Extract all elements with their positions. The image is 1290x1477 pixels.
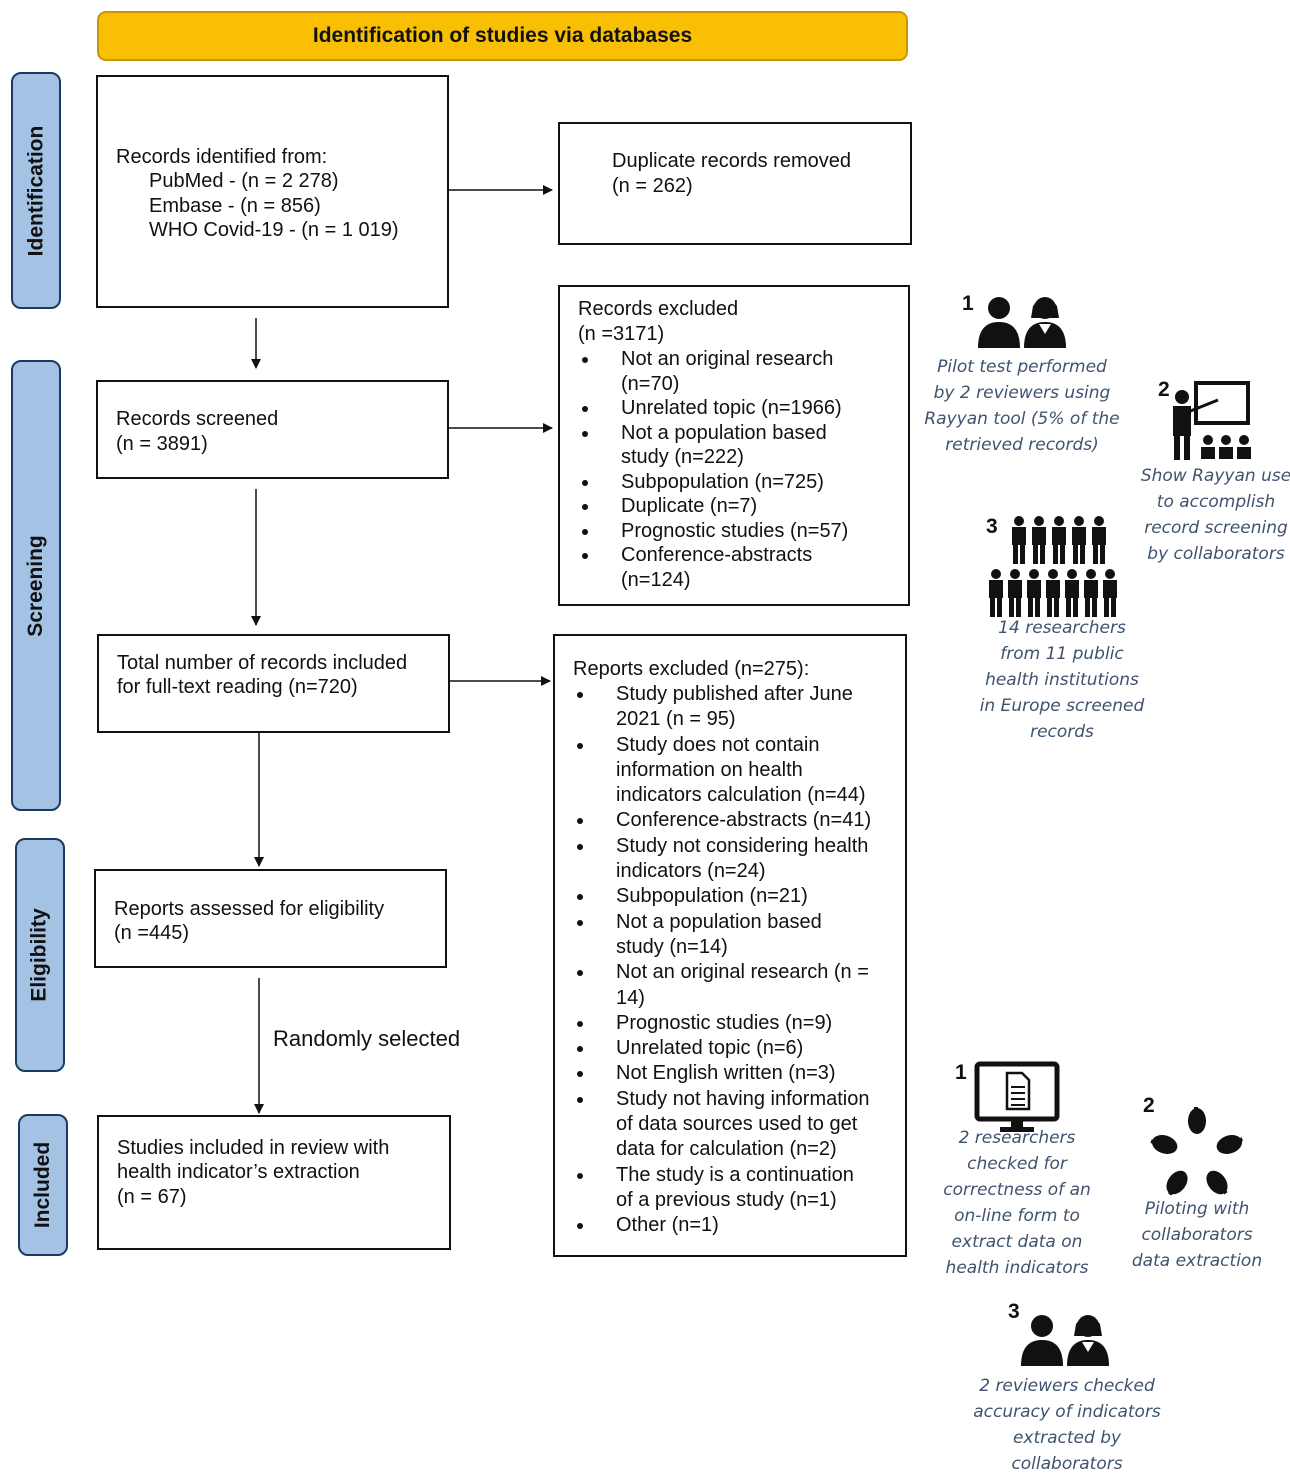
fulltext-box: Total number of records included for ful… [97,634,450,733]
list-item: Prognostic studies (n=57) [579,519,848,544]
list-item: Unrelated topic (n=1966) [579,396,848,421]
eligibility-count: (n =445) [114,922,190,944]
source-who-covid: WHO Covid-19 - (n = 1 019) [149,219,399,241]
researchers-group-icon [989,516,1117,617]
list-item: Unrelated topic (n=6) [574,1036,871,1061]
extraction-note-1-number: 1 [955,1061,967,1084]
list-item: Study does not contain information on he… [574,733,871,809]
included-count: (n = 67) [117,1186,187,1208]
screening-note-2-text: Show Rayyan use to accomplish record scr… [1140,466,1290,564]
presenter-board-icon [1173,381,1251,460]
records-screened-box: Records screened (n = 3891) [96,380,449,479]
list-item: Duplicate (n=7) [579,494,848,519]
person-figure [1032,516,1046,564]
reports-excluded-box: Reports excluded (n=275): Study publishe… [553,634,907,1257]
list-item: Not English written (n=3) [574,1061,871,1086]
person-figure [1092,516,1106,564]
screening-note-1-number: 1 [962,292,974,315]
extraction-note-2-text: Piloting with collaborators data extract… [1131,1199,1263,1271]
extraction-note-3-number: 3 [1008,1300,1020,1323]
phase-identification: Identification [11,72,61,309]
reports-excluded-title: Reports excluded (n=275): [573,658,810,680]
screening-note-3-text: 14 researchers from 11 public health ins… [979,618,1145,742]
screening-note-2-number: 2 [1158,378,1170,401]
person-figure [1046,569,1060,617]
list-item: Study published after June 2021 (n = 95) [574,682,871,733]
fulltext-line1: Total number of records included [117,652,408,674]
reports-excluded-list: Study published after June 2021 (n = 95)… [574,682,871,1239]
included-line2: health indicator’s extraction [117,1161,360,1183]
duplicates-count: (n = 262) [612,175,693,197]
duplicates-label: Duplicate records removed [612,150,851,172]
list-item: Not a population based study (n=14) [574,910,871,961]
eligibility-label: Reports assessed for eligibility [114,898,385,920]
person-figure [1027,569,1041,617]
person-figure [1103,569,1117,617]
two-reviewers-icon [1021,1315,1109,1366]
duplicates-box: Duplicate records removed (n = 262) [558,122,912,245]
records-excluded-box: Records excluded (n =3171) Not an origin… [558,285,910,606]
extraction-note-1-text: 2 researchers checked for correctness of… [943,1128,1091,1278]
list-item: Subpopulation (n=725) [579,470,848,495]
two-reviewers-icon [978,297,1066,348]
source-embase: Embase - (n = 856) [149,195,321,217]
eligibility-box: Reports assessed for eligibility (n =445… [94,869,447,968]
person-figure [1012,516,1026,564]
person-figure [1072,516,1086,564]
included-box: Studies included in review with health i… [97,1115,451,1250]
list-item: Study not considering health indicators … [574,834,871,885]
list-item: Not a population based study (n=222) [579,421,848,470]
extraction-note-3-text: 2 reviewers checked accuracy of indicato… [973,1376,1161,1474]
records-identified-box: Records identified from: PubMed - (n = 2… [96,75,449,308]
person-figure [1084,569,1098,617]
phase-eligibility: Eligibility [15,838,65,1072]
randomly-selected-label: Randomly selected [273,1026,461,1051]
joined-hands-icon [1150,1107,1243,1196]
fulltext-line2: for full-text reading (n=720) [117,676,358,698]
list-item: The study is a continuation of a previou… [574,1163,871,1214]
extraction-note-2-number: 2 [1143,1094,1155,1117]
phase-screening: Screening [11,360,61,811]
phase-included: Included [18,1114,68,1256]
screened-count: (n = 3891) [116,433,208,455]
records-excluded-list: Not an original research (n=70) Unrelate… [579,347,848,592]
list-item: Not an original research (n = 14) [574,960,871,1011]
included-line1: Studies included in review with [117,1137,390,1159]
screening-note-1-text: Pilot test performed by 2 reviewers usin… [924,357,1120,455]
person-figure [1052,516,1066,564]
person-figure [1065,569,1079,617]
records-excluded-count: (n =3171) [578,323,665,345]
list-item: Study not having information of data sou… [574,1087,871,1163]
records-excluded-label: Records excluded [578,298,739,320]
records-identified-title: Records identified from: [116,146,328,168]
flow-banner: Identification of studies via databases [97,11,908,61]
list-item: Conference-abstracts (n=41) [574,808,871,833]
person-figure [1008,569,1022,617]
screening-note-3-number: 3 [986,515,998,538]
person-figure [989,569,1003,617]
source-pubmed: PubMed - (n = 2 278) [149,170,339,192]
list-item: Subpopulation (n=21) [574,884,871,909]
screened-label: Records screened [116,408,279,430]
list-item: Other (n=1) [574,1213,871,1238]
list-item: Prognostic studies (n=9) [574,1011,871,1036]
list-item: Conference-abstracts (n=124) [579,543,848,592]
computer-form-icon [974,1061,1060,1132]
list-item: Not an original research (n=70) [579,347,848,396]
